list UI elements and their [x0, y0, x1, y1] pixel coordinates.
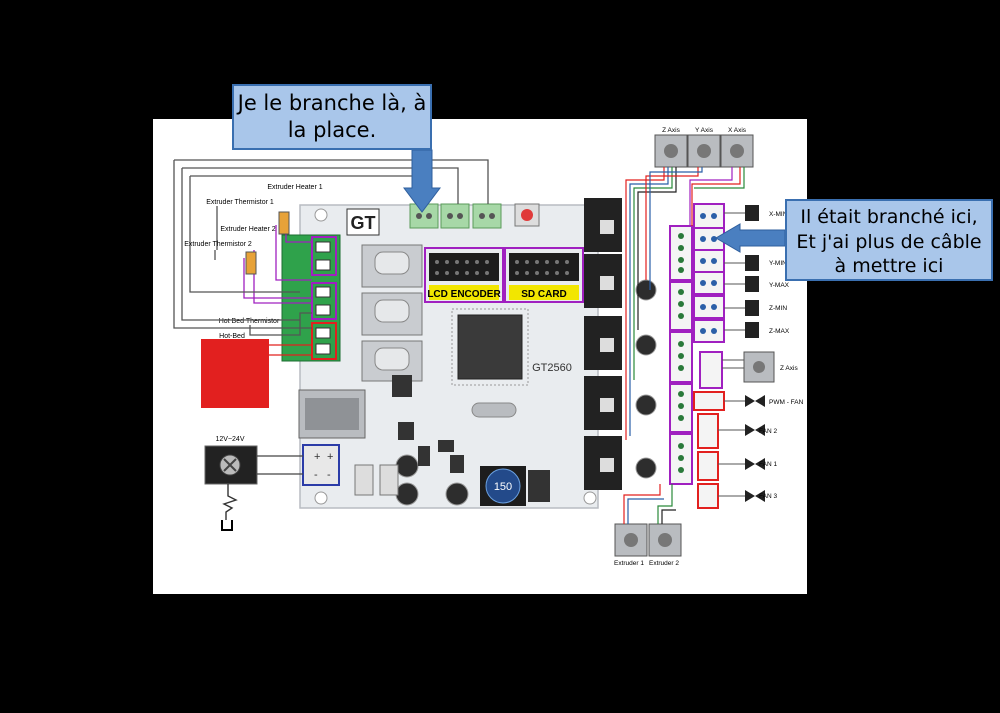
- extruder-1-label: Extruder 1: [614, 560, 644, 567]
- top-terminal-3: [472, 203, 502, 229]
- hot-bed: [201, 339, 269, 408]
- plug-icon: [221, 520, 233, 531]
- lcd-header-box: [424, 247, 504, 303]
- sd-card-label: SD CARD: [521, 289, 567, 300]
- sd-label-bg: [509, 285, 579, 300]
- sd-header-box: [504, 247, 584, 303]
- endstop-label-y-max: Y-MAX: [769, 282, 790, 289]
- extruder-motors: [614, 523, 682, 557]
- board-logo: GT: [351, 213, 376, 233]
- x-axis-label: X Axis: [728, 127, 747, 134]
- fan-label-2: FAN 2: [759, 428, 777, 435]
- mcu-chip: [457, 314, 523, 380]
- callout-arrow-left: [403, 149, 441, 213]
- callout-right: Il était branché ici, Et j'ai plus de câ…: [785, 199, 993, 281]
- sd-header: [509, 253, 579, 281]
- board-logo-box: [346, 208, 380, 236]
- fan-label-1: FAN 1: [759, 461, 777, 468]
- hot-bed-thermistor-label: Hot Bed Thermistor: [219, 318, 280, 325]
- extruder-2-label: Extruder 2: [649, 560, 679, 567]
- mount-hole: [314, 208, 328, 222]
- crystal: [471, 402, 517, 418]
- fan-label-pwm: PWM - FAN: [769, 399, 804, 406]
- endstop-labels: X-MIN Y-MIN Y-MAX Z-MIN Z-MAX: [769, 211, 790, 335]
- y-axis-label: Y Axis: [695, 127, 714, 134]
- capacitor: [445, 482, 469, 506]
- endstop-label-z-min: Z-MIN: [769, 305, 787, 312]
- board-body: [299, 204, 599, 509]
- callout-arrow-right: [715, 223, 786, 253]
- endstop-connectors: [693, 203, 725, 343]
- mosfets: [361, 244, 423, 382]
- extruder-heater-2-label: Extruder Heater 2: [220, 226, 275, 233]
- callout-left-line-2: la place.: [287, 118, 377, 143]
- callout-right-line-3: à mettre ici: [834, 255, 944, 278]
- callout-right-line-1: Il était branché ici,: [800, 206, 978, 228]
- extruder-heater-2: [245, 251, 257, 275]
- extruder-thermistor-2-label: Extruder Thermistor 2: [184, 241, 252, 248]
- extruder-heater-1: [278, 211, 290, 235]
- power-terminal: [302, 444, 340, 486]
- z-axis-top-label: Z Axis: [662, 127, 680, 134]
- callout-left: Je le branche là, à la place.: [232, 84, 432, 150]
- hot-bed-label: Hot-Bed: [219, 333, 245, 340]
- fan-labels: PWM - FAN FAN 2 FAN 1 FAN 3: [759, 399, 804, 500]
- callout-left-line-1: Je le branche là, à: [237, 91, 427, 115]
- lcd-header: [429, 253, 499, 281]
- inductor: [485, 468, 521, 504]
- svg-text:-: -: [327, 469, 331, 481]
- svg-text:+: +: [314, 451, 320, 463]
- capacitor: [395, 482, 419, 506]
- mount-hole: [583, 491, 597, 505]
- fan-icons: [745, 395, 765, 502]
- svg-text:-: -: [314, 469, 318, 481]
- top-terminal-2: [440, 203, 470, 229]
- extruder-thermistor-1-label: Extruder Thermistor 1: [206, 199, 274, 206]
- lcd-encoder-label: LCD ENCODER: [427, 289, 501, 300]
- z-axis-right-label: Z Axis: [780, 365, 798, 372]
- svg-text:+: +: [327, 451, 333, 463]
- inductor-label: 150: [494, 481, 512, 493]
- power-label: 12V~24V: [216, 436, 245, 443]
- fan-connectors: [693, 391, 725, 509]
- endstop-label-z-max: Z-MAX: [769, 328, 790, 335]
- extruder-heater-1-label: Extruder Heater 1: [267, 184, 322, 191]
- regulator: [392, 375, 412, 397]
- callout-right-line-2: Et j'ai plus de câble: [796, 230, 982, 253]
- lcd-label-bg: [429, 285, 499, 300]
- capacitor: [395, 454, 419, 478]
- endstop-label-x-min: X-MIN: [769, 211, 788, 218]
- mount-hole: [314, 491, 328, 505]
- board-model: GT2560: [532, 362, 572, 374]
- endstop-label-y-min: Y-MIN: [769, 260, 787, 267]
- top-motors: [654, 134, 754, 168]
- fan-label-3: FAN 3: [759, 493, 777, 500]
